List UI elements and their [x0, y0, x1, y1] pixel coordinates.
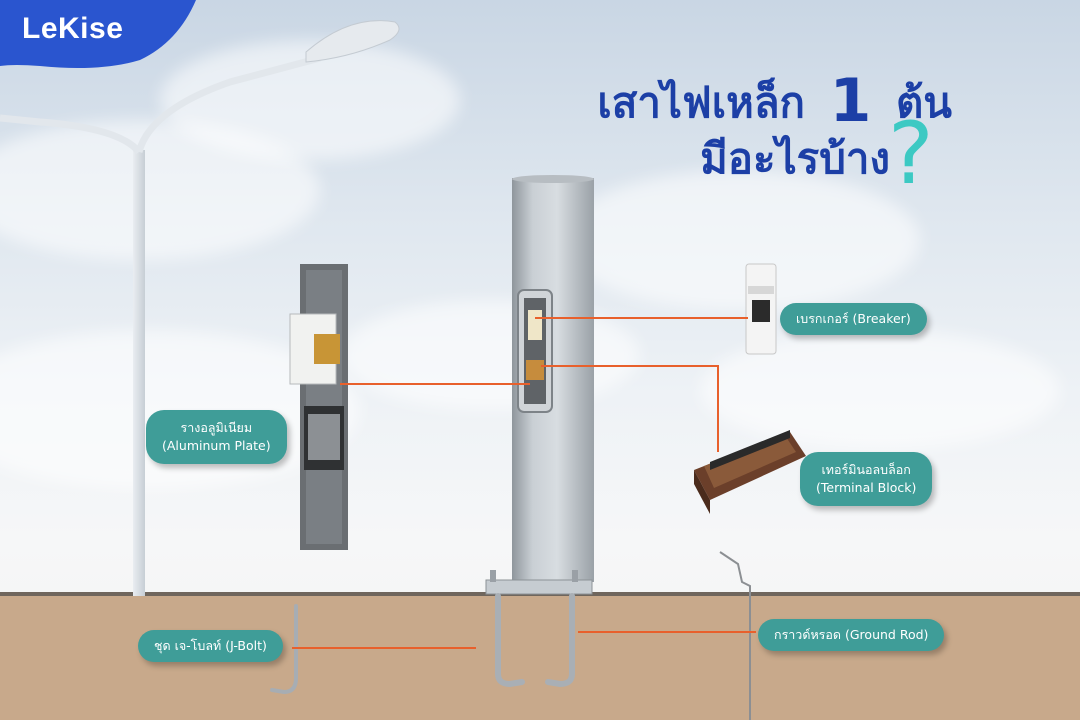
label-aluminum-plate-th: รางอลูมิเนียม [180, 420, 253, 435]
label-ground-rod: กราวด์หรอด (Ground Rod) [758, 619, 945, 651]
question-mark: ? [888, 104, 934, 204]
title-number: 1 [829, 66, 872, 136]
label-j-bolt: ชุด เจ-โบลท์ (J-Bolt) [138, 630, 283, 662]
cloud [560, 170, 920, 310]
label-terminal-block-en: (Terminal Block) [816, 480, 917, 495]
title-line-1: เสาไฟเหล็ก 1 ต้น [597, 62, 952, 136]
anchor-bolts [495, 593, 575, 688]
j-bolt-sample [270, 604, 298, 695]
label-aluminum-plate: รางอลูมิเนียม (Aluminum Plate) [146, 410, 287, 464]
label-breaker: เบรกเกอร์ (Breaker) [780, 303, 927, 335]
label-aluminum-plate-en: (Aluminum Plate) [162, 438, 271, 453]
brand-logo: LeKise [0, 0, 196, 66]
brand-badge-shape [0, 0, 196, 68]
brand-name: LeKise [22, 12, 124, 45]
ground-rod [719, 551, 751, 720]
title-part-a: เสาไฟเหล็ก [597, 78, 805, 127]
label-terminal-block-th: เทอร์มินอลบล็อก [821, 462, 911, 477]
terminal-block-image [694, 430, 806, 514]
breaker-image [745, 263, 777, 355]
title-line-2: มีอะไรบ้าง [700, 134, 890, 183]
steel-pole [485, 175, 594, 595]
title-part-b: ต้น [896, 78, 952, 127]
aluminum-plate [289, 264, 348, 550]
leader-lines [292, 317, 756, 649]
label-terminal-block: เทอร์มินอลบล็อก (Terminal Block) [800, 452, 933, 506]
street-light [0, 20, 400, 596]
